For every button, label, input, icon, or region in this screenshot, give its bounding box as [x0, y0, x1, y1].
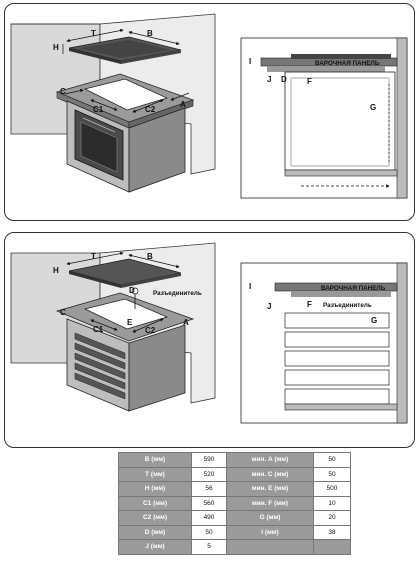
table-row: J (мм)5 [118, 539, 351, 555]
label-C2-2: C2 [145, 326, 156, 335]
min-key: мин. A (мм) [226, 452, 314, 468]
min-value: 50 [313, 452, 351, 468]
dimension-value: 56 [191, 481, 227, 497]
dimension-key: T (мм) [118, 466, 192, 482]
label-D-right: D [281, 75, 287, 84]
label-F-2: F [307, 300, 312, 309]
label-I-2: I [249, 282, 251, 291]
disconnector-label-2: Разъединитель [323, 302, 372, 309]
dimension-key: B (мм) [118, 452, 192, 468]
min-value [313, 539, 351, 555]
drawer-installation-drawing: T B H C1 C2 C A E D Разъединитель [10, 242, 408, 424]
label-C2: C2 [145, 105, 156, 114]
min-key [226, 539, 314, 555]
hob-panel-label: ВАРОЧНАЯ ПАНЕЛЬ [315, 60, 380, 67]
min-key: I (мм) [226, 524, 314, 540]
label-A-2: A [183, 318, 189, 327]
min-key: мин. F (мм) [226, 495, 314, 511]
dimension-value: 560 [191, 495, 227, 511]
min-key: G (мм) [226, 510, 314, 526]
label-T-2: T [91, 252, 96, 261]
label-G-2: G [371, 316, 377, 325]
min-key: мин. E (мм) [226, 481, 314, 497]
label-E: E [127, 318, 133, 327]
disconnector-label: Разъединитель [153, 290, 202, 297]
min-value: 38 [313, 524, 351, 540]
label-C-2: C [60, 308, 66, 317]
dimension-key: D (мм) [118, 524, 192, 540]
label-J-2: J [267, 302, 271, 311]
dimension-value: 5 [191, 539, 227, 555]
label-C1-2: C1 [93, 325, 104, 334]
label-B: B [147, 29, 153, 38]
dimension-value: 590 [191, 452, 227, 468]
diagram-panel-drawers: T B H C1 C2 C A E D Разъединитель [4, 232, 415, 448]
dimension-key: J (мм) [118, 539, 192, 555]
min-key: мин. C (мм) [226, 466, 314, 482]
label-C1: C1 [93, 105, 104, 114]
cabinet-with-drawers [55, 287, 195, 412]
label-B-2: B [147, 252, 153, 261]
label-I: I [249, 57, 251, 66]
label-T: T [91, 29, 96, 38]
min-value: 500 [313, 481, 351, 497]
dimension-key: C2 (мм) [118, 510, 192, 526]
dimension-value: 490 [191, 510, 227, 526]
dimension-key: H (мм) [118, 481, 192, 497]
min-value: 10 [313, 495, 351, 511]
dimension-key: C1 (мм) [118, 495, 192, 511]
label-H-2: H [53, 266, 59, 275]
section-view [240, 37, 408, 199]
label-G: G [370, 103, 376, 112]
label-A: A [180, 100, 186, 109]
label-D-2: D [129, 286, 135, 295]
dimension-value: 520 [191, 466, 227, 482]
oven-installation-drawing: T B H C1 C2 C A [10, 13, 408, 199]
min-value: 20 [313, 510, 351, 526]
dimension-value: 50 [191, 524, 227, 540]
label-H: H [53, 43, 59, 52]
min-value: 50 [313, 466, 351, 482]
label-F: F [307, 77, 312, 86]
label-J: J [267, 75, 271, 84]
label-C: C [60, 87, 66, 96]
hob-panel-label-2: ВАРОЧНАЯ ПАНЕЛЬ [321, 285, 386, 292]
diagram-panel-oven: T B H C1 C2 C A [4, 3, 415, 221]
section-view-2 [240, 262, 408, 424]
